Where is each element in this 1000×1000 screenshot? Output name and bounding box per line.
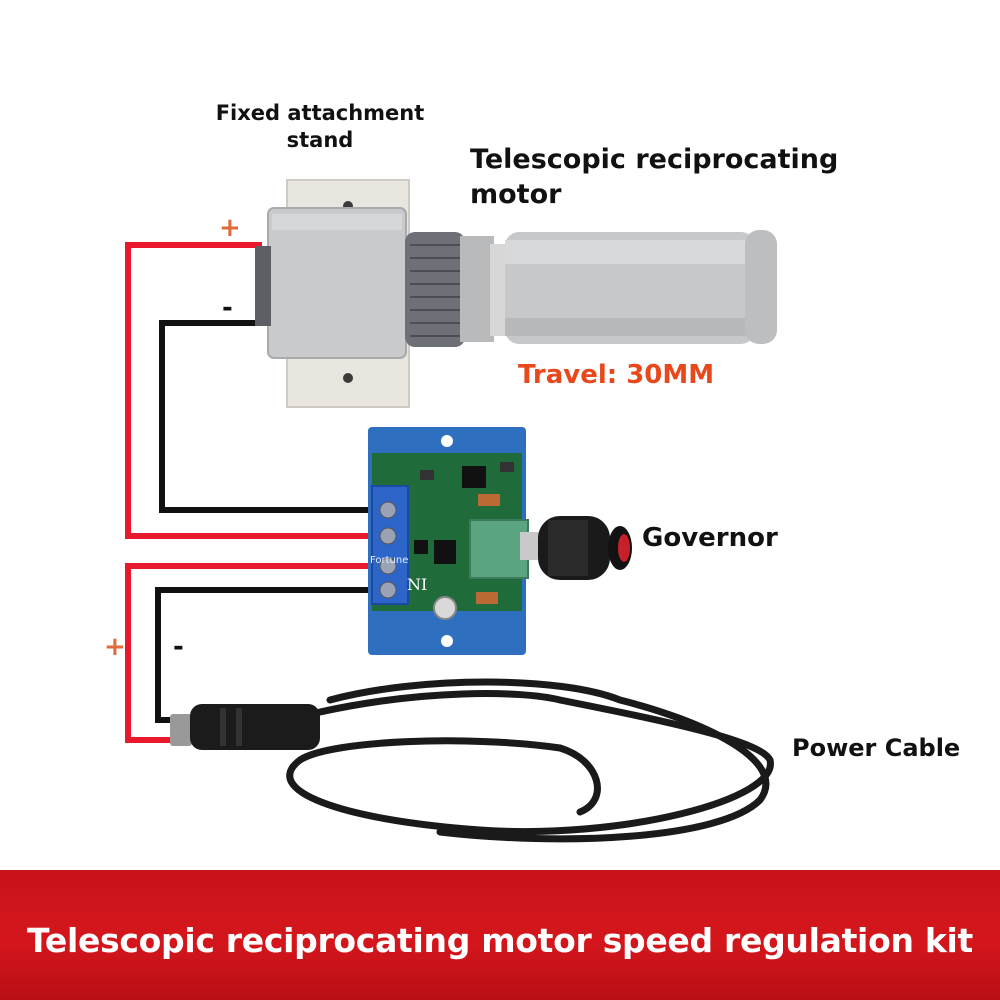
wire-red-power (125, 563, 372, 743)
motor-plus-sign: + (219, 213, 241, 243)
wire-black-motor (159, 320, 372, 513)
motor-minus-sign: - (222, 293, 233, 323)
motor-label: Telescopic reciprocating motor (470, 142, 838, 212)
travel-label: Travel: 30MM (518, 360, 715, 390)
telescopic-reciprocating-motor (405, 230, 777, 347)
speed-knob (520, 516, 632, 580)
wire-black-power (155, 587, 372, 723)
title-banner (0, 870, 1000, 1000)
stand-label-line1: Fixed attachment (215, 101, 425, 125)
power-cable (286, 678, 774, 843)
governor-board (368, 427, 529, 655)
governor-label: Governor (642, 523, 778, 553)
power-plus-sign: + (104, 632, 126, 662)
board-code-text: NI (407, 575, 427, 594)
wire-red-motor (125, 242, 372, 539)
stand-label-line2: stand (286, 128, 354, 152)
banner-title: Telescopic reciprocating motor speed reg… (27, 921, 973, 960)
fixed-attachment-stand (255, 179, 410, 408)
stand-label: Fixed attachment stand (205, 100, 435, 154)
power-cable-label: Power Cable (792, 734, 961, 762)
motor-label-line2: motor (470, 179, 562, 210)
motor-label-line1: Telescopic reciprocating (470, 144, 839, 175)
board-brand-text: Fortune (370, 555, 408, 566)
dc-plug (170, 704, 320, 750)
power-minus-sign: - (173, 632, 184, 662)
